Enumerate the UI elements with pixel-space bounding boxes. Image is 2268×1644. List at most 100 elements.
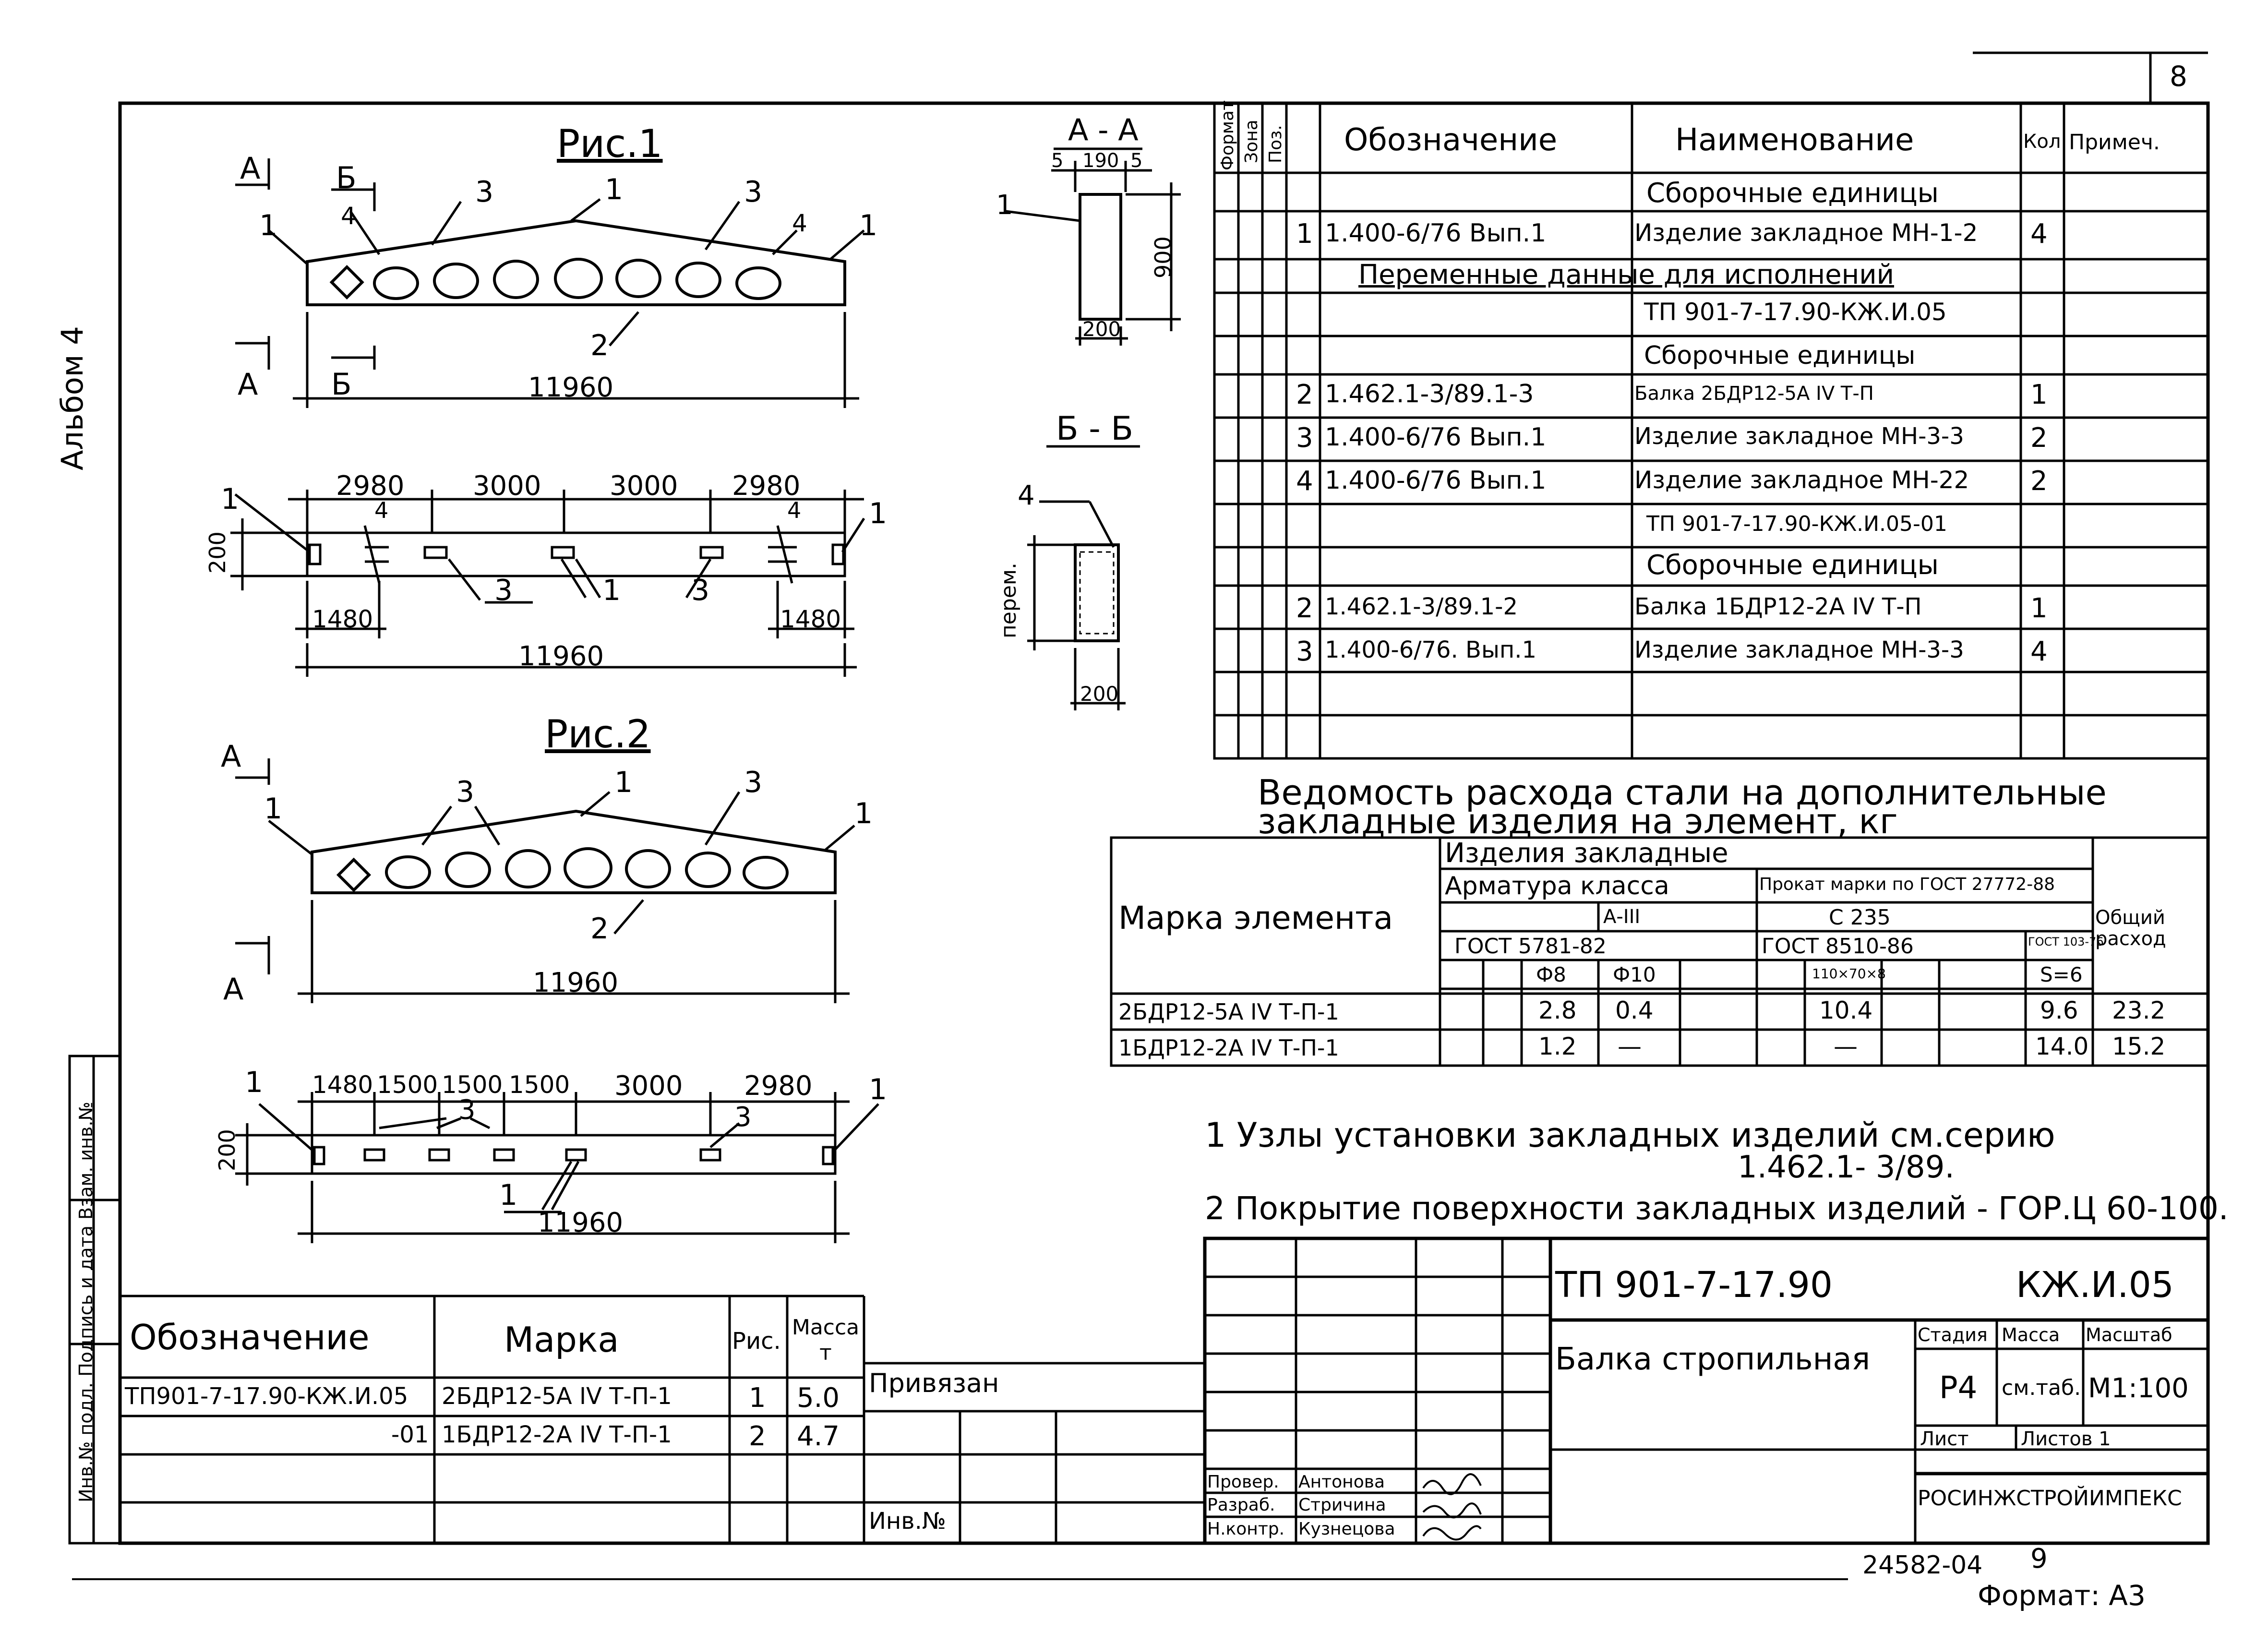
dim-190: 190 [1082, 150, 1119, 172]
steel-h-embedded: Изделия закладные [1445, 838, 1728, 869]
label-3: 3 [744, 766, 763, 799]
tb-org: РОСИНЖСТРОЙИМПЕКС [1918, 1486, 2182, 1511]
steel-row-phi10: — [1618, 1032, 1642, 1060]
steel-title-2: закладные изделия на элемент, кг [1258, 801, 1898, 841]
signer-name: Антонова [1298, 1472, 1385, 1492]
spec-pos: 3 [1296, 636, 1313, 667]
marks-h-fig: Рис. [732, 1328, 781, 1355]
spec-name: Изделие закладное МН-3-3 [1634, 423, 1964, 450]
steel-row-total: 15.2 [2112, 1032, 2166, 1060]
footer-format: Формат: А3 [1978, 1579, 2146, 1612]
spec-name: Сборочные единицы [1644, 341, 1916, 370]
label-4: 4 [792, 209, 807, 237]
tb-scale: М1:100 [2088, 1373, 2189, 1404]
label-1: 1 [602, 574, 621, 607]
spec-name: ТП 901-7-17.90-КЖ.И.05-01 [1646, 512, 1947, 536]
footer-page: 9 [2030, 1543, 2048, 1574]
marks-row-mass: 4.7 [797, 1421, 840, 1452]
tb-mass-h: Масса [2002, 1324, 2060, 1345]
label-4: 4 [1018, 480, 1035, 511]
dim-1480: 1480 [312, 605, 373, 633]
steel-h-element: Марка элемента [1118, 900, 1393, 936]
dim-5: 5 [1051, 150, 1064, 172]
label-4: 4 [787, 497, 802, 523]
spec-pos: 2 [1296, 593, 1313, 624]
label-1: 1 [869, 1073, 888, 1106]
dim-11960: 11960 [518, 641, 604, 672]
spec-name: Переменные данные для исполнений [1358, 259, 1895, 290]
spec-qty: 2 [2030, 422, 2048, 454]
spec-h-note: Примеч. [2069, 130, 2160, 155]
spec-name: Изделие закладное МН-3-3 [1634, 636, 1964, 663]
dim-3000: 3000 [473, 470, 541, 502]
steel-row-angle: 10.4 [1819, 996, 1873, 1024]
steel-h-total: Общий расход [2095, 907, 2166, 950]
spec-qty: 2 [2030, 466, 2048, 497]
dim-1500: 1500 [442, 1071, 503, 1099]
steel-h-phi10: Ф10 [1613, 963, 1656, 986]
label-1: 1 [605, 173, 624, 206]
spec-pos: 3 [1296, 422, 1313, 454]
dim-2980: 2980 [732, 470, 801, 502]
steel-row-s6: 9.6 [2040, 996, 2078, 1024]
spec-qty: 4 [2030, 218, 2048, 250]
signer-role: Разраб. [1207, 1495, 1275, 1515]
tb-stage-h: Стадия [1918, 1324, 1988, 1345]
spec-name: Балка 1БДР12-2А IV Т-П [1634, 593, 1922, 620]
spec-pos: 1 [1296, 218, 1313, 250]
steel-h-rolled: Прокат марки по ГОСТ 27772-88 [1759, 875, 2055, 894]
label-1: 1 [221, 482, 240, 516]
tb-title: Балка стропильная [1555, 1342, 1871, 1377]
spec-h-qty: Кол. [2023, 131, 2067, 153]
label-3: 3 [744, 175, 763, 209]
steel-h-gost103: ГОСТ 103-76 [2028, 935, 2104, 948]
dim-2980: 2980 [336, 470, 405, 502]
marks-h-mark: Марка [504, 1320, 619, 1360]
label-1: 1 [245, 1066, 264, 1099]
label-A: А [240, 151, 261, 186]
signer-role: Провер. [1207, 1472, 1279, 1492]
steel-row-angle: — [1834, 1032, 1858, 1060]
signer-name: Кузнецова [1298, 1519, 1395, 1539]
tb-sheets-h: Листов 1 [2021, 1428, 2111, 1450]
signer-role: Н.контр. [1207, 1519, 1285, 1539]
spec-h-name: Наименование [1675, 122, 1914, 158]
section-bb-title: Б - Б [1056, 410, 1134, 448]
label-2: 2 [590, 912, 609, 946]
sheet-number: 8 [2170, 60, 2187, 93]
label-1: 1 [259, 209, 278, 242]
marks-h-mass: Масса т [792, 1315, 860, 1365]
fig1-title: Рис.1 [557, 121, 663, 166]
marks-row-mass: 5.0 [797, 1382, 840, 1414]
label-B: Б [336, 160, 357, 195]
dim-11960: 11960 [528, 372, 614, 403]
signer-name: Стричина [1298, 1495, 1386, 1515]
section-aa-title: А - А [1068, 112, 1139, 147]
steel-row-phi8: 2.8 [1538, 996, 1577, 1024]
label-3: 3 [494, 574, 513, 607]
label-1: 1 [614, 766, 633, 799]
label-4: 4 [374, 497, 389, 523]
tb-mass: см.таб. [2002, 1376, 2081, 1400]
inv-no-label: Инв.№ [869, 1508, 946, 1535]
fig2-title: Рис.2 [545, 712, 651, 756]
steel-h-rolled-gost: ГОСТ 8510-86 [1762, 934, 1914, 959]
tb-scale-h: Масштаб [2086, 1324, 2172, 1345]
spec-pos: 4 [1296, 466, 1313, 497]
label-3: 3 [734, 1102, 752, 1133]
label-3: 3 [691, 574, 710, 607]
spec-name: Изделие закладное МН-22 [1634, 466, 1969, 494]
steel-row-phi10: 0.4 [1615, 996, 1654, 1024]
steel-h-rolled-grade: С 235 [1829, 905, 1891, 930]
steel-row-mark: 2БДР12-5А IV Т-П-1 [1118, 999, 1339, 1025]
tb-project-code: ТП 901-7-17.90 [1555, 1264, 1833, 1306]
label-1: 1 [859, 209, 878, 242]
steel-row-s6: 14.0 [2035, 1032, 2089, 1060]
spec-designation: 1.462.1-3/89.1-3 [1325, 380, 1534, 408]
spec-pos: 2 [1296, 379, 1313, 410]
dim-2980: 2980 [744, 1070, 813, 1102]
steel-title-1: Ведомость расхода стали на дополнительны… [1258, 772, 2107, 813]
spec-name: Балка 2БДР12-5А IV Т-П [1634, 383, 1874, 405]
dim-200: 200 [1082, 317, 1121, 341]
